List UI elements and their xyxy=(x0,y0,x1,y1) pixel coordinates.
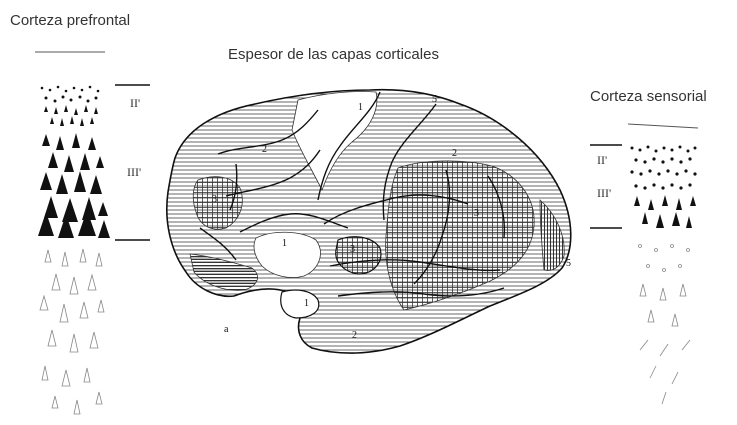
area-label-2-parietal: 2 xyxy=(452,148,457,159)
prefrontal-layer-ii-cells xyxy=(41,86,100,126)
prefrontal-layer-iii-cells xyxy=(38,133,110,238)
temporal-lower-white xyxy=(281,290,319,318)
area-label-5-occipital: 5 xyxy=(566,258,571,269)
prefrontal-deep-layer-cells xyxy=(40,249,104,414)
prefrontal-cortex-column xyxy=(35,52,150,414)
area-label-3-frontal: 3 xyxy=(212,194,217,205)
sensory-layer-iii-cells xyxy=(634,195,696,228)
area-label-2-frontal: 2 xyxy=(262,144,267,155)
brain-lateral-view xyxy=(167,90,571,353)
sensory-deep-layer-cells xyxy=(639,245,691,405)
area-label-1-top: 1 xyxy=(358,102,363,113)
area-label-1-insula: 1 xyxy=(282,238,287,249)
area-label-2-temporal: 2 xyxy=(352,330,357,341)
area-label-3-parietal: 3 xyxy=(474,208,479,219)
sensory-cortex-column xyxy=(590,124,698,404)
area-label-1-temporal: 1 xyxy=(304,298,309,309)
area-label-5-top: 5 xyxy=(432,94,437,105)
area-label-a: a xyxy=(224,324,229,335)
sensory-layer-ii-cells xyxy=(630,146,696,190)
area-label-3-temporal: 3 xyxy=(350,244,355,255)
